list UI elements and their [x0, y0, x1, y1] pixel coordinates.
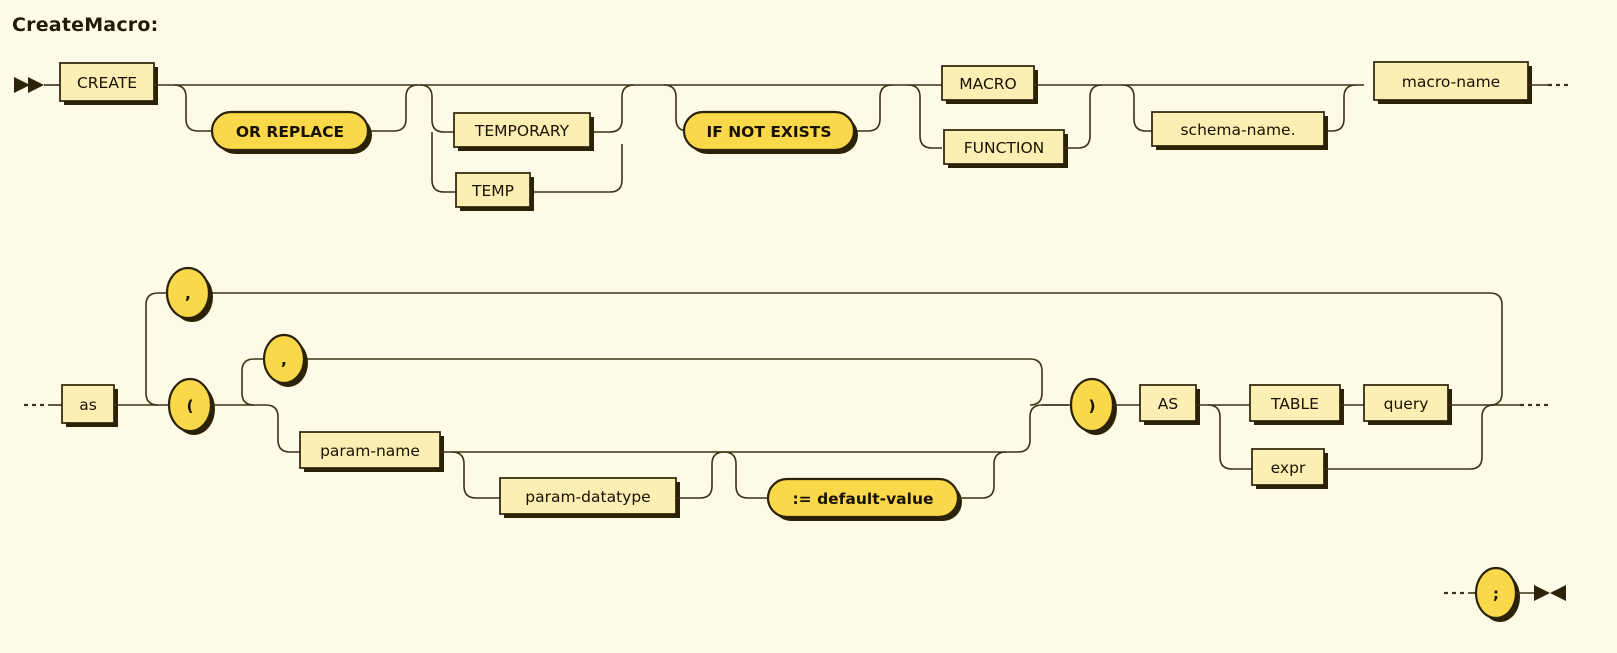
node-expr-label: expr	[1271, 459, 1306, 477]
node-schema-name-label: schema-name.	[1180, 121, 1295, 139]
track-branch	[431, 132, 456, 193]
node-temporary-label: TEMPORARY	[474, 122, 570, 140]
track-loop-outer-right	[208, 292, 1503, 406]
node-comma-outer-label: ,	[185, 285, 191, 303]
track-branch	[1324, 404, 1495, 470]
node-lparen[interactable]: (	[167, 377, 215, 435]
track-branch	[1207, 404, 1252, 470]
node-comma-outer[interactable]: ,	[165, 266, 213, 322]
node-schema-name[interactable]: schema-name.	[1151, 111, 1328, 150]
node-create-label: CREATE	[77, 74, 137, 92]
track-branch	[723, 451, 768, 499]
track-branch	[1121, 84, 1152, 132]
node-or-replace-label: OR REPLACE	[236, 123, 344, 141]
node-comma-inner[interactable]: ,	[262, 333, 308, 387]
node-param-datatype-label: param-datatype	[525, 488, 650, 506]
node-or-replace[interactable]: OR REPLACE	[210, 110, 372, 154]
node-temporary[interactable]: TEMPORARY	[453, 112, 594, 151]
node-rparen[interactable]: )	[1069, 377, 1117, 435]
node-as-keyword[interactable]: AS	[1139, 384, 1200, 425]
node-default-value-label: := default-value	[792, 490, 933, 508]
node-temp-label: TEMP	[471, 182, 514, 200]
node-as-keyword-label: AS	[1158, 395, 1178, 413]
node-macro-name[interactable]: macro-name	[1373, 61, 1532, 104]
node-temp[interactable]: TEMP	[455, 172, 534, 211]
node-function-label: FUNCTION	[964, 139, 1045, 157]
track-branch	[419, 84, 454, 133]
start-marker-icon	[14, 77, 44, 93]
node-lparen-label: (	[186, 397, 193, 415]
node-if-not-exists-label: IF NOT EXISTS	[706, 123, 831, 141]
end-marker-icon	[1534, 585, 1566, 601]
track-branch	[958, 451, 1007, 499]
track-branch	[907, 84, 942, 149]
node-query[interactable]: query	[1363, 384, 1452, 425]
page-title: CreateMacro:	[12, 14, 159, 36]
node-param-datatype[interactable]: param-datatype	[499, 477, 680, 518]
track-branch	[451, 451, 500, 499]
node-table[interactable]: TABLE	[1249, 384, 1344, 425]
node-comma-inner-label: ,	[281, 351, 287, 369]
node-macro-label: MACRO	[959, 75, 1017, 93]
node-function[interactable]: FUNCTION	[943, 129, 1068, 168]
track-branch	[1064, 84, 1103, 149]
track-loop-inner-right	[302, 358, 1043, 406]
track-branch	[676, 451, 725, 499]
track-branch	[590, 84, 635, 133]
node-semicolon[interactable]: ;	[1474, 566, 1520, 622]
track-branch	[265, 404, 300, 453]
node-macro[interactable]: MACRO	[941, 65, 1038, 104]
node-default-value[interactable]: := default-value	[766, 477, 962, 521]
node-param-name-label: param-name	[320, 442, 420, 460]
node-macro-name-label: macro-name	[1402, 73, 1500, 91]
track-branch	[1017, 404, 1068, 453]
track-loop-inner-left	[241, 358, 268, 406]
node-param-name[interactable]: param-name	[299, 431, 444, 472]
track-branch	[368, 84, 419, 132]
node-rparen-label: )	[1088, 397, 1095, 415]
track-branch	[530, 144, 623, 193]
node-create[interactable]: CREATE	[59, 62, 158, 105]
track-branch	[173, 84, 212, 132]
node-as[interactable]: as	[61, 384, 118, 427]
node-query-label: query	[1384, 395, 1429, 413]
track-branch	[1320, 84, 1357, 132]
node-semicolon-label: ;	[1493, 585, 1499, 603]
node-as-label: as	[79, 396, 97, 414]
node-if-not-exists[interactable]: IF NOT EXISTS	[682, 110, 858, 154]
track-loop-outer-left	[145, 292, 172, 406]
node-table-label: TABLE	[1270, 395, 1319, 413]
track-branch	[854, 84, 893, 132]
node-expr[interactable]: expr	[1251, 448, 1328, 489]
